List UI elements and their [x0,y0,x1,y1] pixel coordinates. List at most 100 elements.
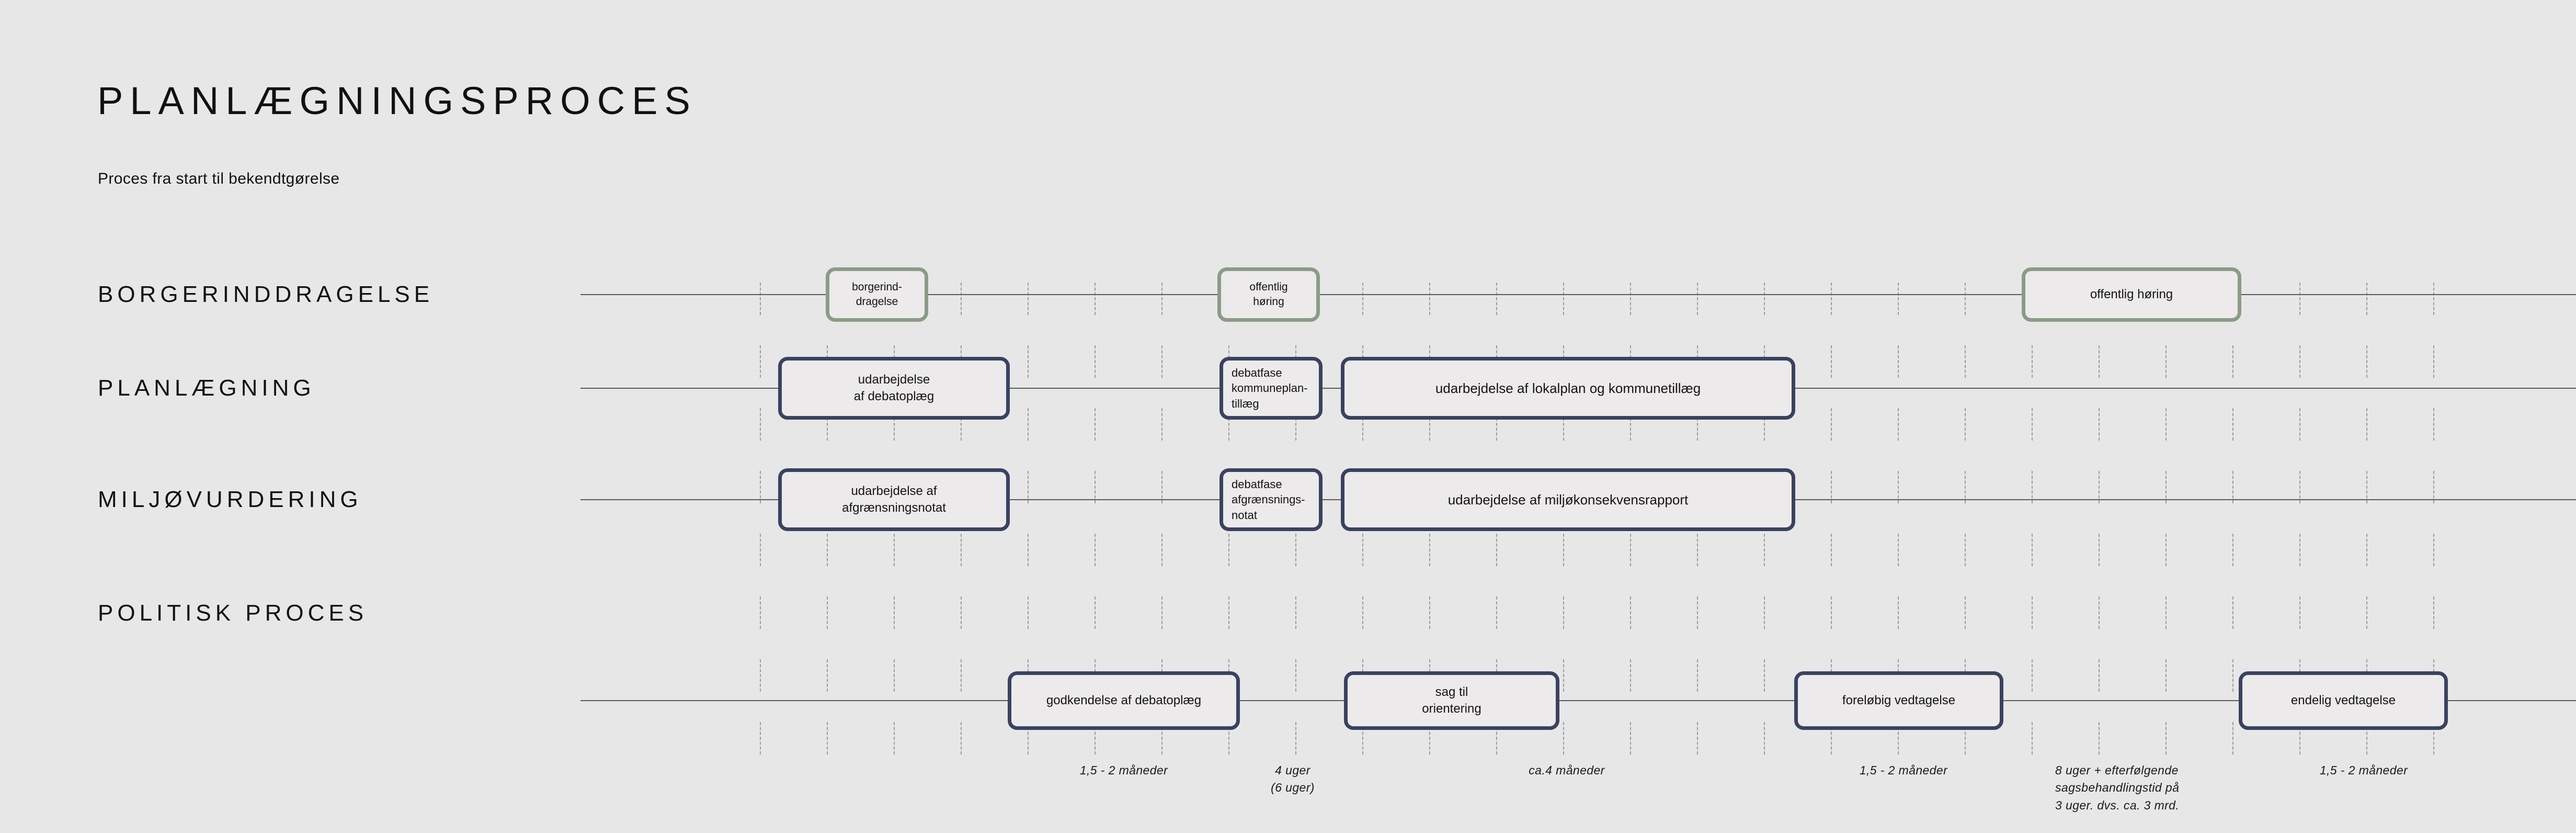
gridline-tick [2099,408,2100,441]
gridline-tick [827,596,828,629]
gridline-tick [2232,596,2233,629]
gridline-tick [1563,283,1564,315]
page-subtitle: Proces fra start til bekendtgørelse [98,170,340,187]
gridline-tick [2366,283,2367,315]
gridline-tick [1161,345,1162,378]
gridline-tick [1831,471,1832,503]
gridline-tick [2366,408,2367,441]
gridline-tick [827,659,828,692]
gridline-tick [1095,534,1096,566]
process-box-udarbejdelse-lokalplan[interactable]: udarbejdelse af lokalplan og kommunetill… [1341,357,1795,420]
process-box-label: endelig vedtagelse [2290,693,2396,708]
gridline-tick [1563,534,1564,566]
gridline-tick [1028,534,1029,566]
gridline-tick [1161,534,1162,566]
gridline-tick [1095,345,1096,378]
gridline-tick [2433,408,2434,441]
gridline-tick [1295,534,1296,566]
lane-label-planlaegning: PLANLÆGNING [98,375,315,401]
gridline-tick [2366,534,2367,566]
gridline-tick [1965,471,1966,503]
gridline-tick [961,722,962,755]
process-box-godkendelse-debatoplaeg[interactable]: godkendelse af debatoplæg [1008,671,1240,730]
gridline-tick [2165,596,2167,629]
gridline-tick [1898,534,1899,566]
gridline-tick [1563,722,1564,755]
gridline-tick [1898,283,1899,315]
process-box-label: udarbejdelse af lokalplan og kommunetill… [1435,380,1701,396]
duration-label-duration-2: 4 uger(6 uger) [1271,763,1315,795]
gridline-tick [1630,659,1631,692]
gridline-tick [1295,722,1296,755]
process-box-udarbejdelse-miljokonsekvensrapport[interactable]: udarbejdelse af miljøkonsekvensrapport [1341,468,1795,531]
gridline-tick [2433,471,2434,503]
process-box-forelobig-vedtagelse[interactable]: foreløbig vedtagelse [1794,671,2003,730]
gridline-tick [2299,596,2300,629]
gridline-tick [1630,534,1631,566]
process-box-borgerinddragelse-box[interactable]: borgerind-dragelse [826,267,928,322]
gridline-tick [1764,596,1765,629]
process-box-offentlig-horing-2[interactable]: offentlig høring [2022,267,2241,322]
gridline-tick [760,659,761,692]
gridline-tick [2165,722,2167,755]
gridline-tick [2165,534,2167,566]
gridline-tick [827,534,828,566]
gridline-tick [1563,596,1564,629]
gridline-tick [2099,471,2100,503]
process-box-label: borgerind-dragelse [852,281,902,308]
gridline-tick [2032,408,2033,441]
gridline-tick [760,345,761,378]
process-box-endelig-vedtagelse[interactable]: endelig vedtagelse [2239,671,2448,730]
duration-label-duration-1: 1,5 - 2 måneder [1079,763,1168,777]
gridline-tick [1295,659,1296,692]
gridline-tick [1630,596,1631,629]
duration-label-duration-6: 1,5 - 2 måneder [2319,763,2408,777]
gridline-tick [961,596,962,629]
gridline-tick [760,596,761,629]
process-box-label: godkendelse af debatoplæg [1046,693,1202,708]
gridline-tick [1496,534,1497,566]
gridline-tick [1697,283,1698,315]
process-box-label: foreløbig vedtagelse [1842,693,1956,708]
gridline-tick [2032,345,2033,378]
duration-label-duration-3: ca.4 måneder [1529,763,1605,777]
gridline-tick [1161,471,1162,503]
gridline-tick [2232,722,2233,755]
gridline-tick [2433,283,2434,315]
lane-rail-borgerinddragelse [580,294,2576,295]
gridline-tick [1764,283,1765,315]
gridline-tick [1161,283,1162,315]
gridline-tick [894,722,895,755]
process-box-label: offentlig høring [2090,287,2173,302]
gridline-tick [2232,345,2233,378]
gridline-tick [1429,534,1430,566]
gridline-tick [894,534,895,566]
gridline-tick [2099,596,2100,629]
gridline-tick [1965,345,1966,378]
gridline-tick [1898,596,1899,629]
gridline-tick [2366,596,2367,629]
lane-label-borgerinddragelse: BORGERINDDRAGELSE [98,282,434,307]
gridline-tick [2099,722,2100,755]
process-box-label: udarbejdelse af miljøkonsekvensrapport [1447,491,1689,508]
gridline-tick [2032,534,2033,566]
gridline-tick [1161,596,1162,629]
gridline-tick [2299,345,2300,378]
gridline-tick [1295,596,1296,629]
gridline-tick [1228,596,1229,629]
gridline-tick [2099,534,2100,566]
gridline-tick [1095,283,1096,315]
gridline-tick [894,659,895,692]
gridline-tick [1965,534,1966,566]
gridline-tick [760,471,761,503]
